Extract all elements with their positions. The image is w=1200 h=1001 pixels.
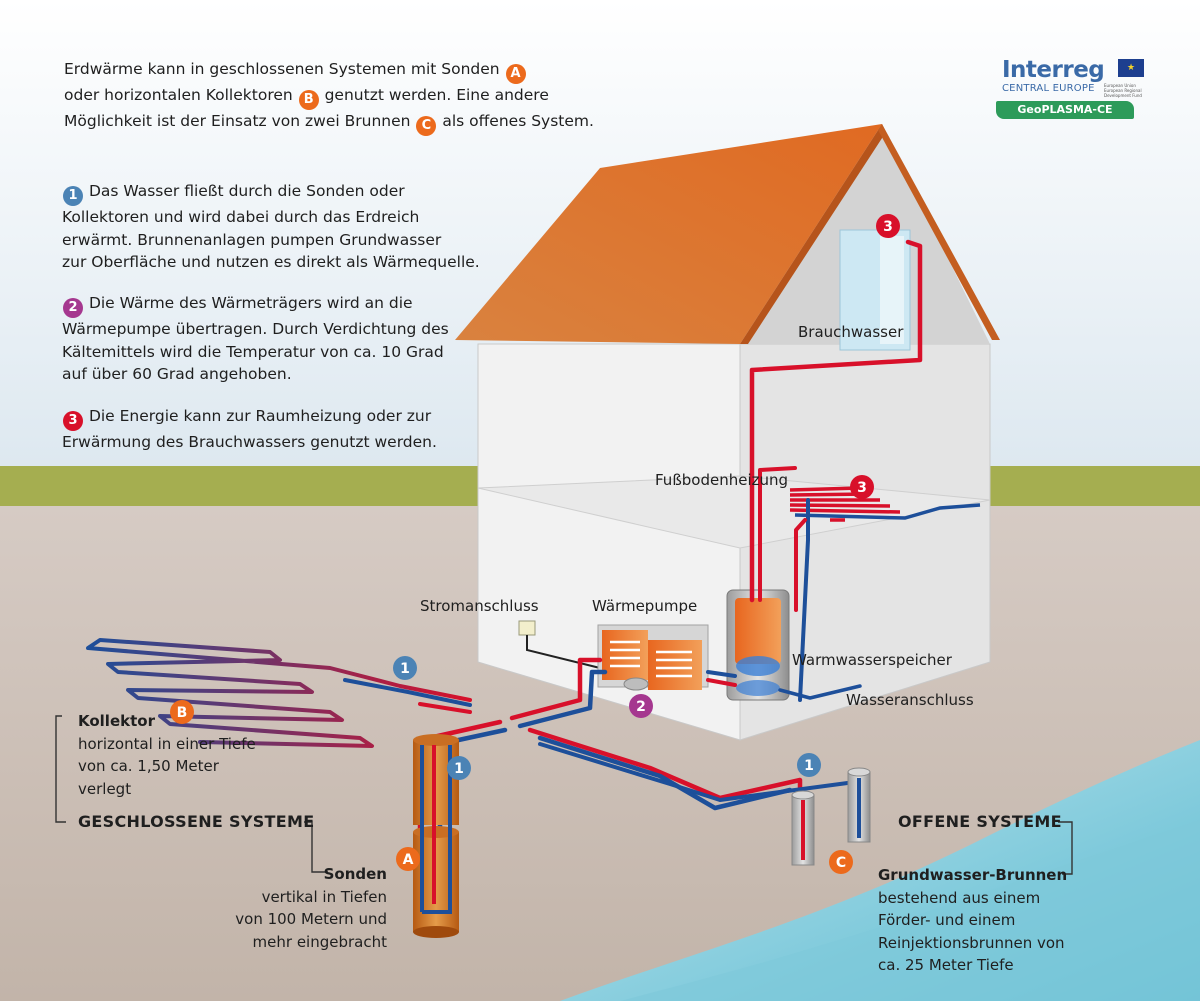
- kollektor-title: Kollektor: [78, 712, 155, 730]
- badge-a-probe: A: [396, 847, 420, 871]
- roof: [455, 124, 882, 344]
- step-3-text: 3 Die Energie kann zur Raumheizung oder …: [62, 405, 437, 454]
- step3-line: Die Energie kann zur Raumheizung oder zu…: [88, 407, 432, 425]
- hot-water-tank: [726, 589, 790, 701]
- badge-c: C: [416, 116, 437, 136]
- badge-a: A: [505, 64, 526, 84]
- sonden-line: von 100 Metern und: [235, 910, 387, 928]
- sonden-line: mehr eingebracht: [252, 932, 387, 951]
- logo-fund-line: European Regional: [1104, 88, 1142, 93]
- badge-glyph: 1: [454, 761, 464, 777]
- badge-1: 1: [63, 186, 83, 206]
- label-warmwasserspeicher: Warmwasserspeicher: [792, 651, 952, 669]
- badge-2: 2: [63, 298, 83, 318]
- intro-line1: Erdwärme kann in geschlossenen Systemen …: [64, 60, 500, 78]
- logo-fund-line: European Union: [1104, 83, 1136, 88]
- brunnen-line: bestehend aus einem: [878, 888, 1041, 907]
- badge-1-wells: 1: [797, 753, 821, 777]
- intro-text: Erdwärme kann in geschlossenen Systemen …: [64, 58, 594, 136]
- badge-glyph: 2: [636, 699, 646, 715]
- logo-fund-line: Development Fund: [1104, 93, 1142, 98]
- step1-line: erwärmt. Brunnenanlagen pumpen Grundwass…: [62, 230, 442, 249]
- label-stromanschluss: Stromanschluss: [420, 597, 539, 615]
- diagram-badges: 3 3 2 1 1 1 B A C: [170, 214, 900, 874]
- sonden-text: Sonden vertikal in Tiefen von 100 Metern…: [230, 863, 387, 953]
- intro-line2a: oder horizontalen Kollektoren: [64, 86, 293, 104]
- badge-3: 3: [63, 411, 83, 431]
- label-wasseranschluss: Wasseranschluss: [846, 691, 974, 709]
- intro-line2b: genutzt werden. Eine andere: [324, 86, 549, 104]
- sonden-line: vertikal in Tiefen: [261, 887, 387, 906]
- eu-flag-icon: ★: [1118, 59, 1144, 77]
- geschlossene-systeme-heading: GESCHLOSSENE SYSTEME: [78, 812, 315, 831]
- step1-line: Das Wasser fließt durch die Sonden oder: [88, 182, 405, 200]
- kollektor-line: horizontal in einer Tiefe: [78, 734, 256, 753]
- badge-glyph: 3: [883, 219, 893, 235]
- badge-b: B: [298, 90, 319, 110]
- logo-project: GeoPLASMA-CE: [996, 101, 1134, 119]
- badge-glyph: B: [177, 705, 188, 721]
- step2-line: Die Wärme des Wärmeträgers wird an die: [88, 294, 413, 312]
- badge-glyph: 1: [804, 758, 814, 774]
- brunnen-line: Förder- und einem: [878, 911, 1016, 929]
- step1-line: zur Oberfläche und nutzen es direkt als …: [62, 253, 480, 271]
- brunnen-title: Grundwasser-Brunnen: [878, 866, 1068, 884]
- step1-line: Kollektoren und wird dabei durch das Erd…: [62, 208, 420, 226]
- badge-glyph: C: [836, 855, 846, 871]
- offene-systeme-heading: OFFENE SYSTEME: [898, 812, 1062, 831]
- badge-b-collector: B: [170, 700, 194, 724]
- brunnen-line: Reinjektionsbrunnen von: [878, 933, 1065, 952]
- badge-3-floor: 3: [850, 475, 874, 499]
- bracket-lines: [55, 715, 1073, 875]
- interreg-logo: Interreg ★ CENTRAL EUROPE European Union…: [996, 57, 1148, 123]
- kollektor-line: verlegt: [78, 779, 132, 798]
- heat-pump: [597, 624, 709, 691]
- intro-line3a: Möglichkeit ist der Einsatz von zwei Bru…: [64, 112, 411, 130]
- logo-brand: Interreg: [1002, 57, 1105, 83]
- step2-line: auf über 60 Grad angehoben.: [62, 365, 292, 383]
- kollektor-text: Kollektor horizontal in einer Tiefe von …: [78, 710, 256, 800]
- step2-line: Wärmepumpe übertragen. Durch Verdichtung…: [62, 320, 449, 338]
- brunnen-text: Grundwasser-Brunnen bestehend aus einem …: [878, 864, 1067, 977]
- borehole-probe: [413, 734, 459, 938]
- badge-glyph: 1: [400, 661, 410, 677]
- sonden-title: Sonden: [323, 865, 387, 883]
- badge-glyph: 3: [857, 480, 867, 496]
- badge-2-heatpump: 2: [629, 694, 653, 718]
- label-brauchwasser: Brauchwasser: [798, 323, 904, 341]
- step2-line: Kältemittels wird die Temperatur von ca.…: [62, 342, 444, 361]
- brunnen-line: ca. 25 Meter Tiefe: [878, 956, 1014, 974]
- step-2-text: 2 Die Wärme des Wärmeträgers wird an die…: [62, 292, 449, 386]
- power-socket: [518, 620, 536, 636]
- kollektor-line: von ca. 1,50 Meter: [78, 757, 219, 775]
- step-1-text: 1 Das Wasser fließt durch die Sonden ode…: [62, 180, 480, 274]
- groundwater-wells: [791, 767, 871, 866]
- logo-fund: European Union European Regional Develop…: [1104, 83, 1142, 98]
- badge-1-collector: 1: [393, 656, 417, 680]
- badge-glyph: A: [403, 852, 414, 868]
- intro-line3b: als offenes System.: [442, 112, 594, 130]
- label-waermepumpe: Wärmepumpe: [592, 597, 698, 615]
- badge-1-probe: 1: [447, 756, 471, 780]
- floor-heating-coil: [789, 486, 981, 522]
- step3-line: Erwärmung des Brauchwassers genutzt werd…: [62, 433, 437, 451]
- badge-c-wells: C: [829, 850, 853, 874]
- label-fussbodenheizung: Fußbodenheizung: [655, 471, 789, 489]
- logo-region: CENTRAL EUROPE: [1002, 83, 1095, 94]
- badge-3-brauchwasser: 3: [876, 214, 900, 238]
